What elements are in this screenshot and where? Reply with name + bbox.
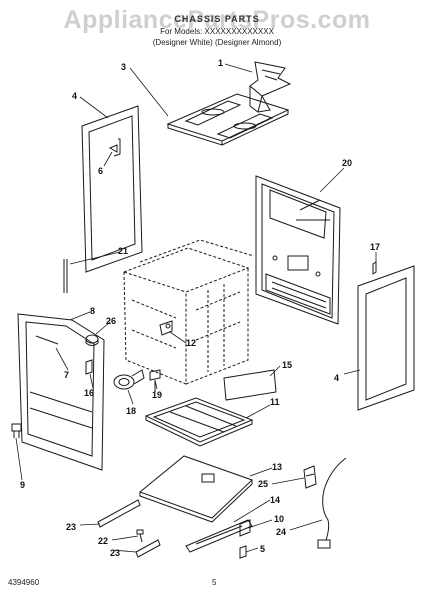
part-25-bracket (303, 465, 317, 489)
part-12-bracket (159, 320, 173, 336)
callout-label: 6 (98, 166, 103, 176)
part-5-screw (239, 545, 247, 559)
callout-label: 12 (186, 338, 196, 348)
callout-label: 5 (260, 544, 265, 554)
leader-lines (15, 63, 377, 553)
part-9-clip (11, 423, 22, 438)
callout-label: 21 (118, 246, 128, 256)
part-door-panel-right (357, 265, 415, 411)
callout-label: 3 (121, 62, 126, 72)
callout-label: 15 (282, 360, 292, 370)
part-gasket-strip (63, 259, 68, 293)
part-13-bottom-panel (139, 455, 253, 523)
color-variant-line: (Designer White) (Designer Almond) (152, 38, 282, 47)
callout-label: 7 (64, 370, 69, 380)
callout-label: 19 (152, 390, 162, 400)
part-19-fastener (149, 369, 161, 392)
part-24-cord (317, 457, 347, 549)
part-11-broiler-pan (144, 397, 254, 447)
callout-label: 25 (258, 479, 268, 489)
part-18-igniter (113, 369, 145, 390)
callout-label: 13 (272, 462, 282, 472)
part-23-burner-tube-upper (97, 499, 141, 528)
callout-label: 18 (126, 406, 136, 416)
callout-label: 17 (370, 242, 380, 252)
part-back-panel (255, 175, 341, 325)
part-14-rail (185, 519, 253, 553)
callout-label: 14 (270, 495, 280, 505)
callout-label: 22 (98, 536, 108, 546)
callout-labels: 1 3 4 6 20 21 17 8 26 7 12 16 15 4 18 19… (20, 58, 380, 558)
callout-label: 8 (90, 306, 95, 316)
diagram-title: CHASSIS PARTS (174, 14, 260, 24)
callout-label: 4 (72, 91, 77, 101)
part-17-screw (372, 261, 377, 275)
callout-label: 16 (84, 388, 94, 398)
part-26-grommet (85, 334, 99, 346)
part-sheet-code: 4394960 (8, 578, 40, 587)
part-22-spud (136, 529, 144, 543)
model-line: For Models: XXXXXXXXXXXXX (160, 27, 274, 36)
part-vent-duct (249, 61, 292, 113)
part-10-fitting (239, 519, 251, 537)
part-23-burner-tube-lower (135, 539, 161, 558)
callout-label: 11 (270, 397, 280, 407)
callout-label: 23 (110, 548, 120, 558)
part-door-panel-left (81, 105, 143, 273)
callout-label: 24 (276, 527, 286, 537)
part-16-screw (85, 359, 93, 375)
part-oven-cavity (122, 239, 255, 385)
part-burner-plate (166, 93, 290, 146)
part-15-trim-strip (223, 369, 277, 401)
callout-label: 1 (218, 58, 223, 68)
callout-label: 23 (66, 522, 76, 532)
watermark: AppliancePartsPros.com (63, 6, 371, 34)
callout-label: 26 (106, 316, 116, 326)
callout-label: 10 (274, 514, 284, 524)
callout-label: 20 (342, 158, 352, 168)
part-front-frame (17, 313, 105, 471)
callout-label: 4 (334, 373, 339, 383)
page-number: 5 (212, 578, 217, 587)
callout-label: 9 (20, 480, 25, 490)
